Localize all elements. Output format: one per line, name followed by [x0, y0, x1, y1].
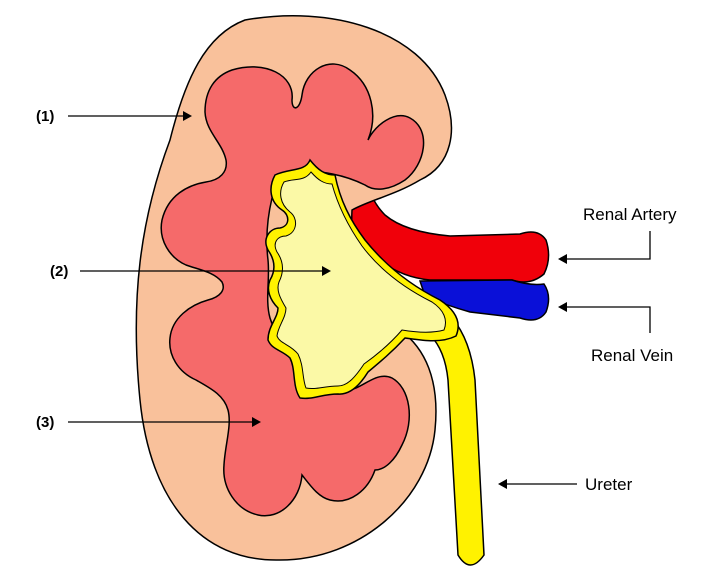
pointer-arrowhead-renal-vein — [558, 302, 567, 312]
pointer-arrowhead-renal-artery — [558, 254, 567, 264]
label-2: (2) — [50, 263, 68, 280]
pointer-arrowhead-ureter — [498, 479, 507, 489]
label-renal-artery: Renal Artery — [583, 205, 677, 224]
ureter — [430, 318, 484, 565]
pointer-line-renal-vein — [566, 307, 650, 333]
label-1: (1) — [36, 108, 54, 125]
label-ureter: Ureter — [585, 475, 633, 494]
label-renal-vein: Renal Vein — [591, 346, 673, 365]
pointer-line-renal-artery — [566, 231, 650, 259]
label-3: (3) — [36, 414, 54, 431]
